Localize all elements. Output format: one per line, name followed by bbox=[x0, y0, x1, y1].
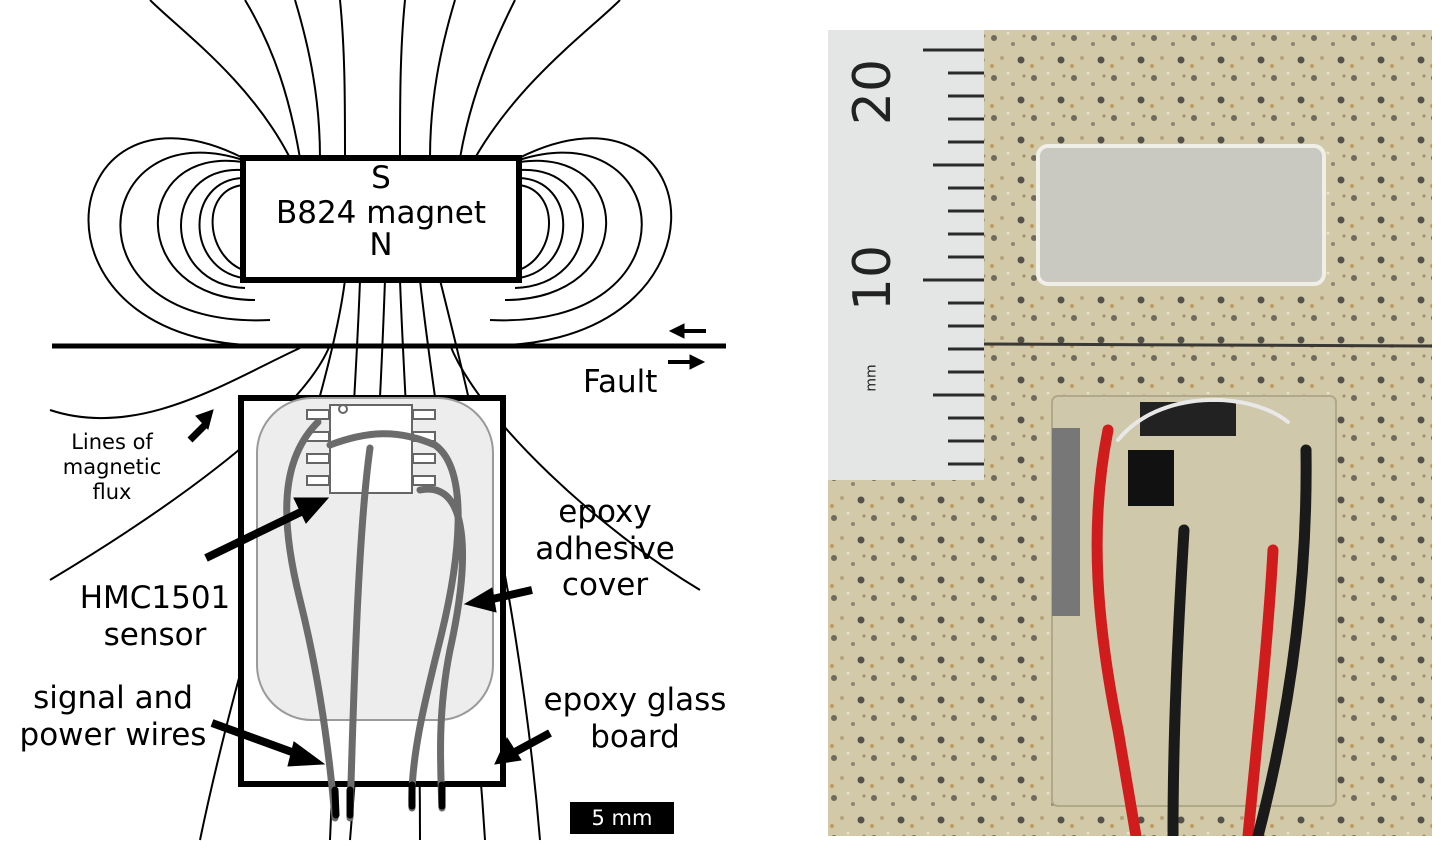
sensor-label: HMC1501 sensor bbox=[60, 580, 250, 653]
wires-label-line1: signal and bbox=[33, 680, 193, 716]
pole-south-label: S bbox=[371, 160, 391, 196]
photo-magnet bbox=[1036, 144, 1326, 286]
epoxy-cover-label-line2: adhesive bbox=[535, 530, 675, 567]
wires-label-line2: power wires bbox=[19, 716, 207, 753]
ruler-ticks bbox=[923, 48, 984, 466]
photo-drawing bbox=[828, 30, 1432, 836]
flux-label: Lines of magnetic flux bbox=[52, 430, 172, 504]
signal-power-wires bbox=[283, 418, 466, 822]
sensor-photo: 20 10 mm bbox=[828, 30, 1432, 836]
wire-ends bbox=[331, 781, 446, 819]
sensor-label-line2: sensor bbox=[103, 616, 207, 653]
flux-label-line1: Lines of bbox=[71, 430, 153, 454]
ruler bbox=[828, 30, 984, 480]
sensor-label-line1: HMC1501 bbox=[79, 580, 231, 616]
magnet-label: S B824 magnet N bbox=[243, 160, 519, 264]
photo-chip bbox=[1128, 450, 1174, 506]
board-label: epoxy glass board bbox=[530, 682, 740, 755]
fault-arrows bbox=[668, 323, 706, 370]
photo-component bbox=[1140, 402, 1236, 436]
magnet-name-label: B824 magnet bbox=[275, 194, 487, 231]
flux-label-line3: flux bbox=[92, 479, 132, 504]
ruler-number-20: 20 bbox=[843, 58, 904, 126]
epoxy-cover-label: epoxy adhesive cover bbox=[520, 494, 690, 604]
fault-label: Fault bbox=[583, 364, 658, 400]
epoxy-cover-label-line3: cover bbox=[561, 567, 649, 604]
epoxy-cover-label-line1: epoxy bbox=[558, 494, 652, 530]
ruler-unit-label: mm bbox=[863, 364, 880, 392]
ruler-number-10: 10 bbox=[843, 244, 904, 312]
callout-arrows bbox=[187, 409, 552, 767]
board-label-line1: epoxy glass bbox=[543, 682, 727, 718]
schematic-diagram bbox=[49, 0, 726, 841]
magnet-body bbox=[240, 155, 522, 283]
pole-north-label: N bbox=[369, 227, 393, 264]
photo-tape bbox=[1052, 428, 1080, 616]
flux-label-line2: magnetic bbox=[62, 454, 162, 479]
photo-wires bbox=[1091, 397, 1312, 836]
board-label-line2: board bbox=[590, 718, 680, 755]
wires-label: signal and power wires bbox=[8, 680, 218, 753]
scale-bar: 5 mm bbox=[570, 802, 674, 834]
